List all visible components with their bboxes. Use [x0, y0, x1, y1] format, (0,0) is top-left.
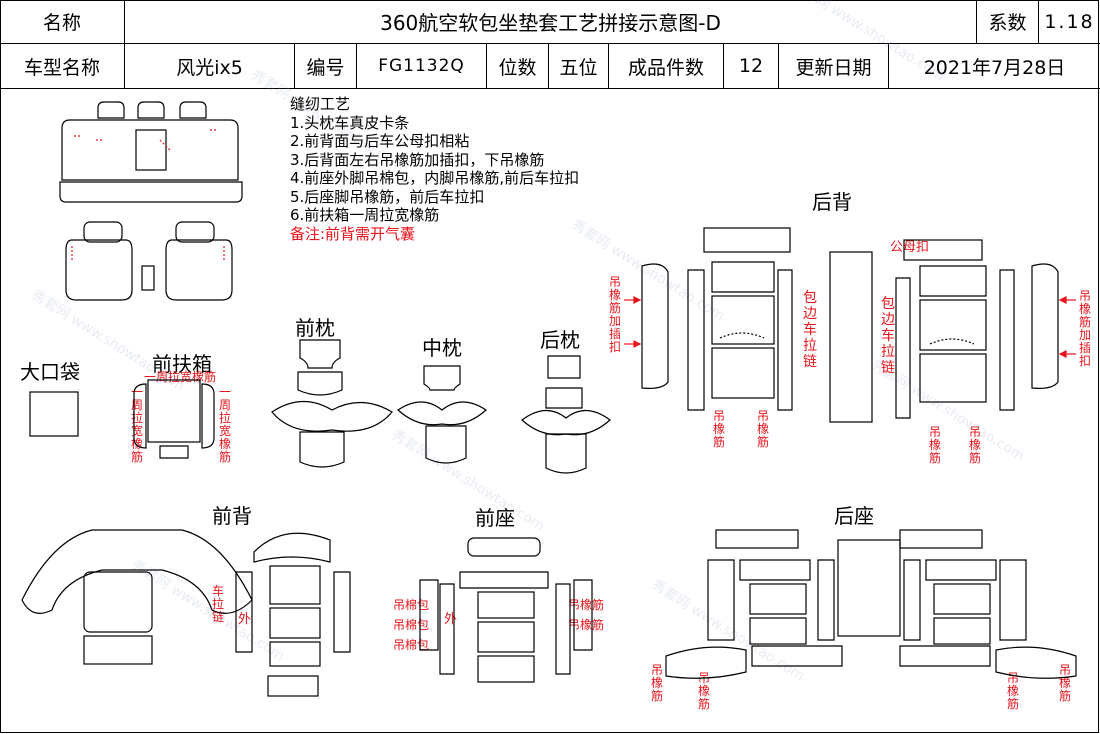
label-front-back: 前背	[212, 504, 252, 528]
front-seat-pieces	[419, 537, 593, 683]
rear-back-pieces	[641, 227, 1059, 423]
label-rear-headrest: 后枕	[540, 328, 580, 352]
note-item: 3.后背面左右吊橡筋加插扣，下吊橡筋	[290, 150, 545, 169]
big-pocket-piece	[29, 391, 79, 437]
model-value: 风光ix5	[125, 44, 295, 88]
note-rb-rubber: 吊橡筋	[968, 425, 981, 465]
label-front-armrest: 前扶箱	[152, 352, 212, 376]
coef-value: 1.18	[1044, 10, 1095, 33]
note-fs-rubber: 吊橡筋	[568, 618, 605, 632]
rear-headrest-pieces	[521, 355, 611, 474]
code-label: 编号	[295, 44, 357, 88]
label-middle-headrest: 中枕	[422, 336, 462, 360]
note-item: 1.头枕车真皮卡条	[290, 113, 410, 132]
pieces-value: 12	[724, 44, 779, 88]
header-row-1: 名称 360航空软包坐垫套工艺拼接示意图-D 系数 1.18	[0, 0, 1100, 44]
label-rear-seat: 后座	[834, 504, 874, 528]
code-value: FG1132Q	[357, 44, 487, 88]
middle-headrest-pieces	[397, 365, 487, 464]
seats-value: 五位	[549, 44, 609, 88]
note-armrest-right: 一周拉宽橡筋	[218, 385, 231, 464]
note-hang-insert-right: 吊橡筋加插扣	[1078, 289, 1091, 368]
note-fs-rubber: 吊橡筋	[568, 598, 605, 612]
seat-overview-illustration	[59, 101, 243, 301]
note-rs-rubber: 吊橡筋	[1058, 663, 1071, 703]
note-rb-rubber: 吊橡筋	[756, 409, 769, 449]
header-row-2: 车型名称 风光ix5 编号 FG1132Q 位数 五位 成品件数 12 更新日期…	[0, 44, 1100, 89]
document-title: 360航空软包坐垫套工艺拼接示意图-D	[125, 0, 977, 43]
label-big-pocket: 大口袋	[20, 360, 80, 384]
front-headrest-pieces	[271, 339, 393, 468]
label-front-headrest: 前枕	[295, 316, 335, 340]
date-label: 更新日期	[779, 44, 889, 88]
seats-label: 位数	[487, 44, 549, 88]
arrow-icons	[624, 296, 1076, 358]
date-value: 2021年7月28日	[923, 56, 1066, 79]
note-fb-zip: 车拉链	[211, 584, 224, 624]
note-fb-outer: 外	[238, 612, 252, 627]
rear-seat-pieces	[665, 529, 1077, 679]
note-edge-zip-2: 包边车拉链	[881, 296, 895, 376]
notes-remark: 备注:前背需开气囊	[290, 224, 416, 243]
label-front-seat: 前座	[475, 506, 515, 530]
label-rear-back: 后背	[812, 190, 852, 214]
note-snap: 公母扣	[890, 240, 930, 255]
note-item: 4.前座外脚吊棉包，内脚吊橡筋,前后车拉扣	[290, 169, 580, 187]
note-hang-insert-left: 吊橡筋加插扣	[608, 275, 621, 354]
coef-label: 系数	[977, 0, 1039, 43]
note-item: 5.后座脚吊橡筋，前后车拉扣	[290, 187, 485, 206]
model-label: 车型名称	[0, 44, 125, 88]
note-item: 2.前背面与后车公母扣相粘	[290, 132, 470, 150]
note-rb-rubber: 吊橡筋	[712, 409, 725, 449]
note-edge-zip-1: 包边车拉链	[803, 290, 817, 370]
front-armrest-pieces	[133, 379, 215, 459]
front-back-pieces	[21, 529, 351, 697]
note-rs-rubber: 吊橡筋	[650, 663, 663, 703]
pieces-label: 成品件数	[609, 44, 724, 88]
note-item: 6.前扶箱一周拉宽橡筋	[290, 206, 440, 224]
sewing-notes: 缝纫工艺 1.头枕车真皮卡条 2.前背面与后车公母扣相粘 3.后背面左右吊橡筋加…	[290, 95, 579, 243]
notes-heading: 缝纫工艺	[290, 95, 351, 113]
note-rb-rubber: 吊橡筋	[928, 425, 941, 465]
name-label: 名称	[0, 0, 125, 43]
